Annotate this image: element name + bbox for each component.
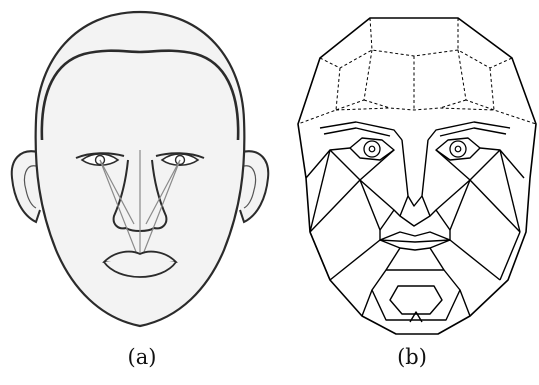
face-illustration [0, 0, 280, 345]
panel-b-mask-drawing: (b) [290, 0, 539, 385]
caption-a: (a) [102, 345, 182, 369]
right-eye-ring [450, 141, 466, 157]
mask-solid-lines [306, 122, 524, 322]
left-eye-ring [364, 141, 380, 157]
panel-a-face-drawing: (a) [0, 0, 280, 385]
caption-b: (b) [372, 345, 452, 369]
geometric-mask-illustration [290, 0, 539, 345]
left-pupil [369, 146, 375, 152]
right-pupil [455, 146, 461, 152]
forehead-dashed-lines [298, 18, 536, 124]
